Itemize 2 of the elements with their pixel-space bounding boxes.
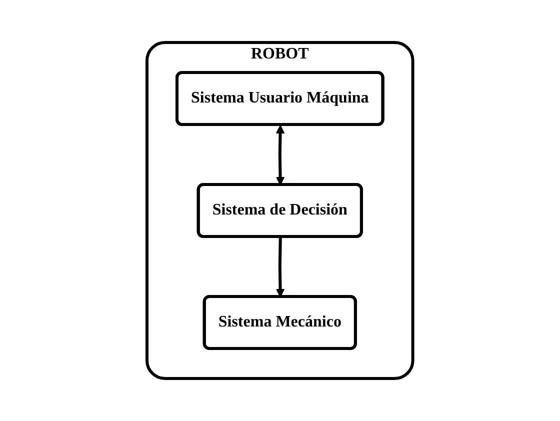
arrow bbox=[276, 236, 285, 298]
arrow bbox=[276, 125, 285, 186]
